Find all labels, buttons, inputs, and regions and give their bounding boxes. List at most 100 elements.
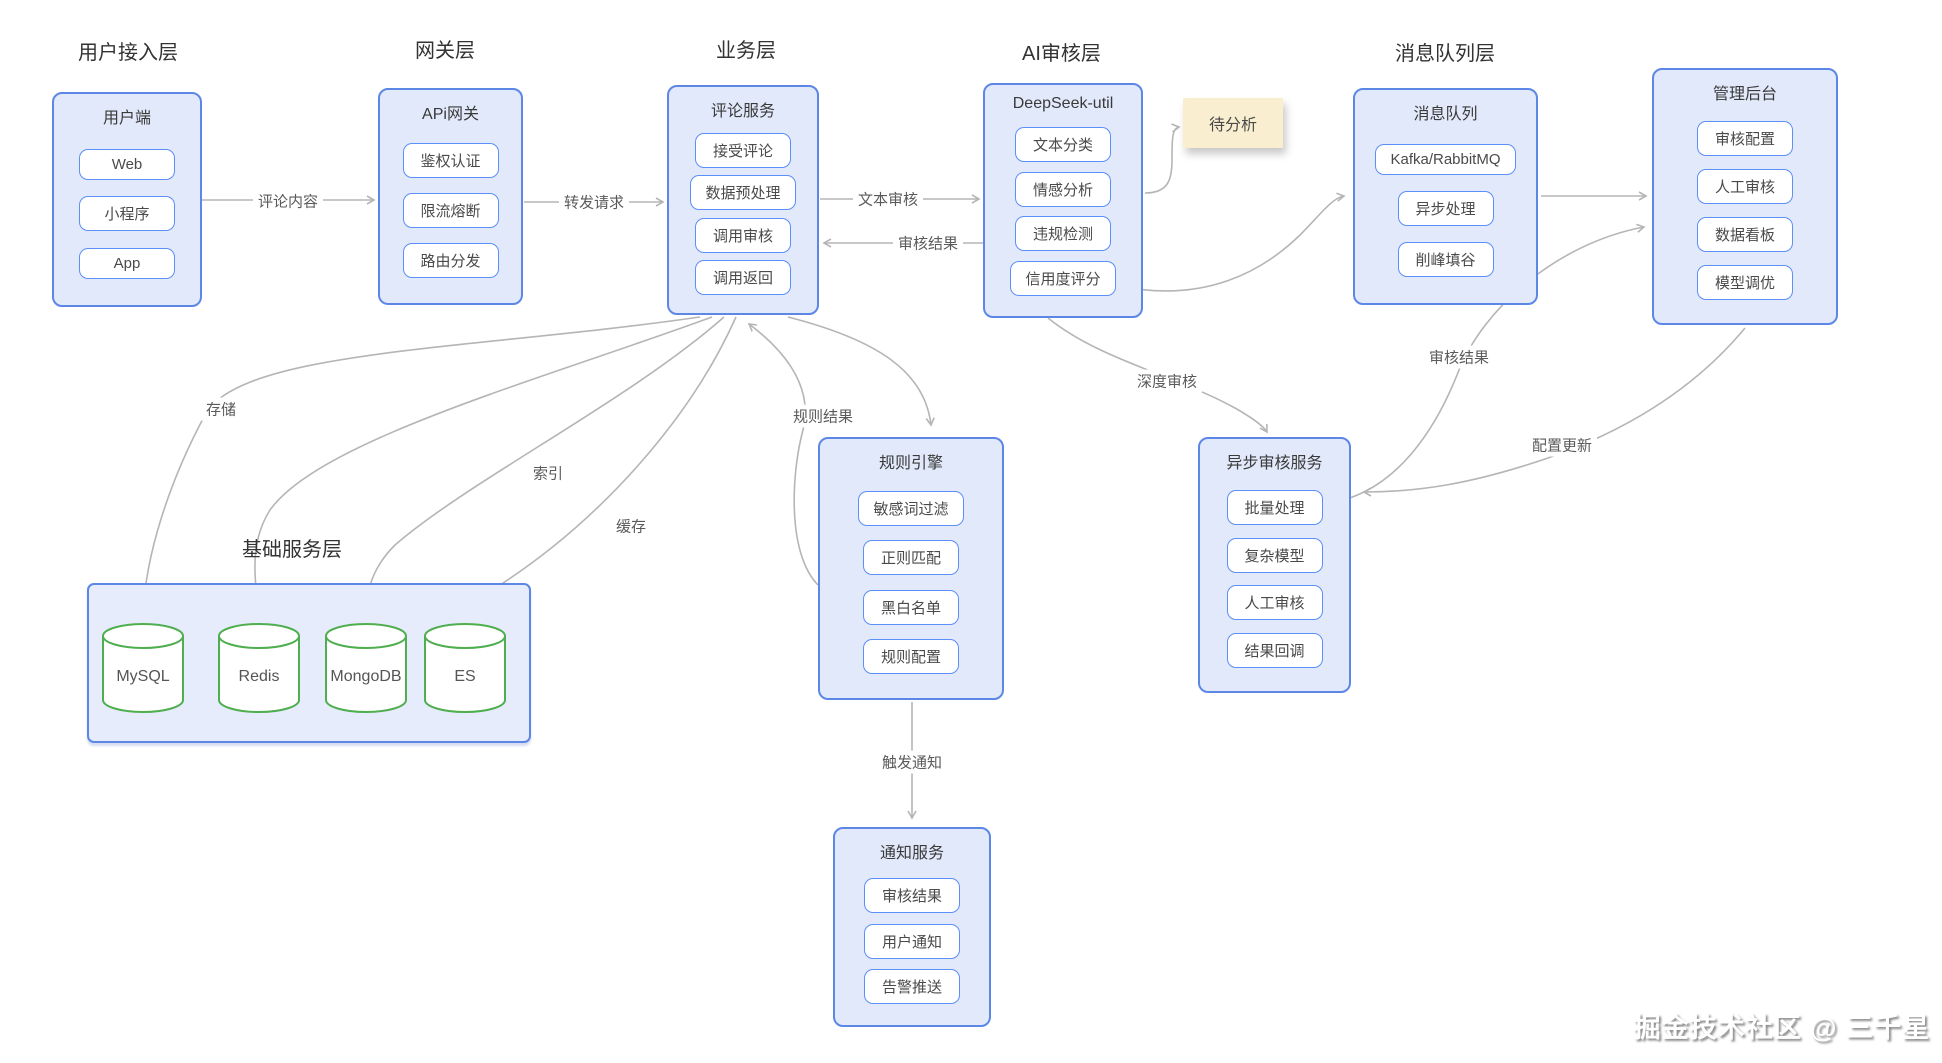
layer-title-business: 业务层 xyxy=(716,40,776,62)
item-audit-config: 审核配置 xyxy=(1697,121,1793,156)
item-manual-audit: 人工审核 xyxy=(1697,169,1793,204)
item-web: Web xyxy=(79,148,175,180)
group-comment-service: 评论服务 接受评论 数据预处理 调用审核 调用返回 xyxy=(667,85,819,315)
group-deepseek-items: 文本分类 情感分析 违规检测 信用度评分 xyxy=(985,113,1141,316)
edge-label-index: 索引 xyxy=(527,461,569,485)
item-alert-push: 告警推送 xyxy=(864,969,960,1005)
db-es: ES xyxy=(423,622,507,716)
group-admin-title: 管理后台 xyxy=(1712,86,1777,103)
arrow-admin-async xyxy=(1362,327,1746,497)
group-mq-title: 消息队列 xyxy=(1413,106,1478,123)
item-auth: 鉴权认证 xyxy=(402,143,499,178)
arrow-deepseek-async xyxy=(1047,317,1268,434)
db-redis-label: Redis xyxy=(238,668,280,685)
edge-label-store: 存储 xyxy=(200,397,242,421)
db-mongodb: MongoDB xyxy=(324,622,408,716)
item-user-notify: 用户通知 xyxy=(864,923,960,959)
item-async-process: 异步处理 xyxy=(1397,191,1494,226)
item-rule-config: 规则配置 xyxy=(863,638,959,674)
group-client: 用户端 Web 小程序 App xyxy=(52,92,202,307)
group-client-items: Web 小程序 App xyxy=(54,128,200,305)
group-rule-title: 规则引擎 xyxy=(878,455,943,472)
item-violation-detect: 违规检测 xyxy=(1015,216,1111,252)
edge-label-audit-result-right: 审核结果 xyxy=(1423,345,1495,369)
layer-title-mq: 消息队列层 xyxy=(1395,43,1495,65)
layer-title-gateway: 网关层 xyxy=(415,40,475,62)
arrow-comment-rule xyxy=(787,316,935,427)
db-mongodb-label: MongoDB xyxy=(330,668,402,685)
item-call-audit: 调用审核 xyxy=(695,217,791,253)
watermark: 掘金技术社区 @ 三千星 xyxy=(1633,1013,1930,1043)
item-mini-program: 小程序 xyxy=(79,196,175,231)
layer-title-user: 用户接入层 xyxy=(78,42,178,64)
cylinder-icon xyxy=(218,623,300,713)
group-message-queue: 消息队列 Kafka/RabbitMQ 异步处理 削峰填谷 xyxy=(1353,88,1538,305)
layer-title-base: 基础服务层 xyxy=(242,539,342,561)
edge-label-trigger-notify: 触发通知 xyxy=(876,750,948,774)
group-notify-items: 审核结果 用户通知 告警推送 xyxy=(835,863,989,1025)
arrow-comment-redis xyxy=(252,316,713,614)
db-es-label: ES xyxy=(454,668,476,685)
item-app: App xyxy=(79,247,175,279)
edge-label-cache: 缓存 xyxy=(610,514,652,538)
group-rule-engine: 规则引擎 敏感词过滤 正则匹配 黑白名单 规则配置 xyxy=(818,437,1004,700)
cylinder-icon xyxy=(424,623,506,713)
arrow-rule-comment xyxy=(747,323,819,586)
edge-label-config-update: 配置更新 xyxy=(1526,433,1598,457)
item-accept-comment: 接受评论 xyxy=(695,132,791,168)
arrow-comment-mysql xyxy=(138,316,701,618)
arrow-deepseek-mq xyxy=(1124,192,1346,292)
item-model-tuning: 模型调优 xyxy=(1697,265,1793,300)
item-result-callback: 结果回调 xyxy=(1226,633,1323,669)
cylinder-icon xyxy=(325,623,407,713)
item-manual-audit-2: 人工审核 xyxy=(1226,585,1323,621)
arrow-comment-mongodb xyxy=(361,316,725,614)
edge-label-audit-result: 审核结果 xyxy=(892,231,964,255)
group-gateway-title: APi网关 xyxy=(422,106,479,123)
db-mysql-label: MySQL xyxy=(116,668,170,685)
group-admin-items: 审核配置 人工审核 数据看板 模型调优 xyxy=(1654,104,1836,323)
group-rule-items: 敏感词过滤 正则匹配 黑白名单 规则配置 xyxy=(820,473,1002,698)
item-sensitive-filter: 敏感词过滤 xyxy=(858,491,964,527)
item-regex-match: 正则匹配 xyxy=(863,540,959,576)
edge-label-forward-request: 转发请求 xyxy=(558,190,630,214)
item-kafka-rabbitmq: Kafka/RabbitMQ xyxy=(1375,144,1516,175)
edge-label-comment-content: 评论内容 xyxy=(252,189,324,213)
group-admin: 管理后台 审核配置 人工审核 数据看板 模型调优 xyxy=(1652,68,1838,325)
group-async-title: 异步审核服务 xyxy=(1226,455,1323,472)
item-routing: 路由分发 xyxy=(402,243,499,278)
item-dashboard: 数据看板 xyxy=(1697,217,1793,252)
item-batch-process: 批量处理 xyxy=(1226,489,1323,525)
sticky-note-pending-analysis: 待分析 xyxy=(1183,98,1283,148)
edge-label-rule-result: 规则结果 xyxy=(787,404,859,428)
group-deepseek-title: DeepSeek-util xyxy=(1012,95,1114,112)
group-deepseek: DeepSeek-util 文本分类 情感分析 违规检测 信用度评分 xyxy=(983,83,1143,318)
item-call-return: 调用返回 xyxy=(695,260,791,296)
item-text-classify: 文本分类 xyxy=(1015,126,1111,162)
item-preprocess: 数据预处理 xyxy=(690,175,796,211)
group-client-title: 用户端 xyxy=(102,110,151,127)
db-redis: Redis xyxy=(217,622,301,716)
arrow-sentiment-sticky xyxy=(1144,123,1181,194)
item-sentiment: 情感分析 xyxy=(1015,171,1111,207)
edge-label-text-audit: 文本审核 xyxy=(852,187,924,211)
group-async-audit: 异步审核服务 批量处理 复杂模型 人工审核 结果回调 xyxy=(1198,437,1351,693)
item-rate-limit: 限流熔断 xyxy=(402,193,499,228)
group-mq-items: Kafka/RabbitMQ 异步处理 削峰填谷 xyxy=(1355,124,1536,303)
group-notify-title: 通知服务 xyxy=(879,845,944,862)
item-blackwhite-list: 黑白名单 xyxy=(863,589,959,625)
arrow-comment-es xyxy=(465,316,737,614)
cylinder-icon xyxy=(102,623,184,713)
arrow-async-admin xyxy=(1329,223,1646,504)
layer-title-ai: AI审核层 xyxy=(1022,43,1101,65)
item-audit-result-notify: 审核结果 xyxy=(864,877,960,913)
group-comment-title: 评论服务 xyxy=(710,103,775,120)
group-comment-items: 接受评论 数据预处理 调用审核 调用返回 xyxy=(669,121,817,313)
group-gateway: APi网关 鉴权认证 限流熔断 路由分发 xyxy=(378,88,523,305)
db-mysql: MySQL xyxy=(101,622,185,716)
group-gateway-items: 鉴权认证 限流熔断 路由分发 xyxy=(380,124,521,303)
item-peak-shaving: 削峰填谷 xyxy=(1397,242,1494,277)
group-notify: 通知服务 审核结果 用户通知 告警推送 xyxy=(833,827,991,1027)
